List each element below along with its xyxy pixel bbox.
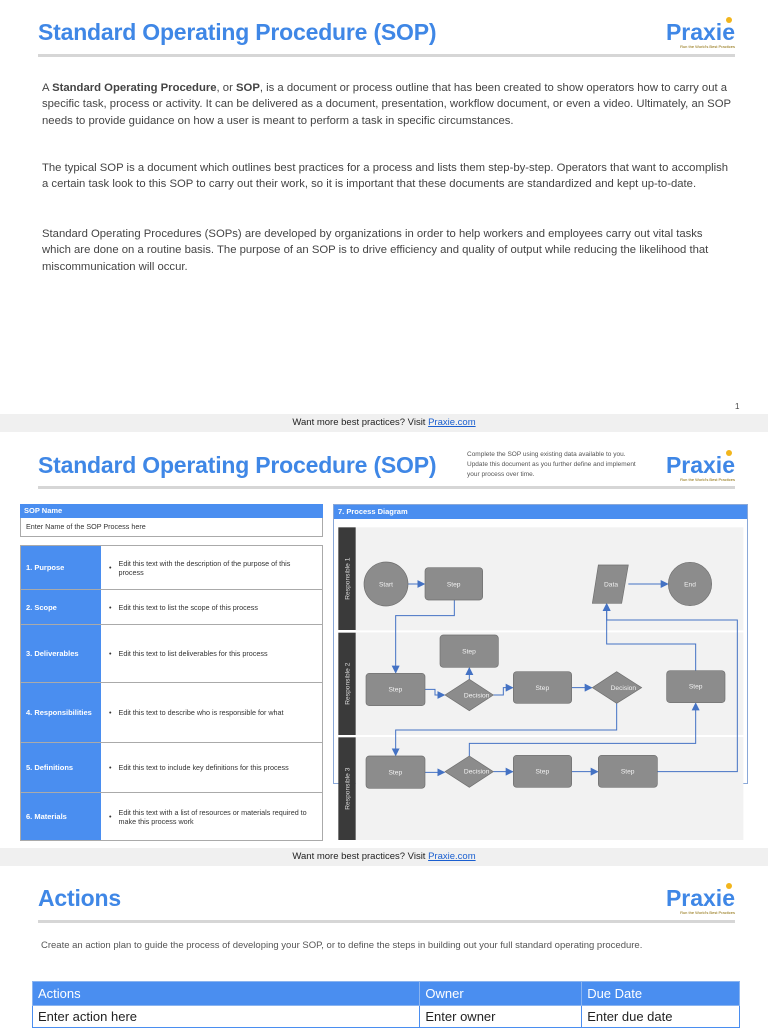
data-node xyxy=(591,564,629,604)
page-number: 1 xyxy=(735,402,740,411)
svg-text:Responsible 1: Responsible 1 xyxy=(344,557,351,599)
divider xyxy=(38,920,735,923)
section-definitions: 5. Definitions•Edit this text to include… xyxy=(20,743,323,793)
svg-text:Responsible 2: Responsible 2 xyxy=(344,662,351,704)
process-diagram: Responsible 1 Responsible 2 Responsible … xyxy=(338,527,744,840)
page-title: Standard Operating Procedure (SOP) xyxy=(38,19,437,45)
divider xyxy=(38,54,735,57)
svg-text:Decision: Decision xyxy=(464,692,490,699)
svg-text:Step: Step xyxy=(535,685,549,692)
sop-name-input[interactable]: Enter Name of the SOP Process here xyxy=(20,518,323,537)
decision-node xyxy=(444,755,494,788)
header-actions: Actions xyxy=(31,981,421,1006)
sop-name-label: SOP Name xyxy=(20,504,323,518)
svg-text:Decision: Decision xyxy=(464,769,490,776)
section-responsibilities: 4. Responsibilities•Edit this text to de… xyxy=(20,683,323,743)
actions-intro: Create an action plan to guide the proce… xyxy=(41,940,643,951)
due-date-cell[interactable]: Enter due date xyxy=(581,1005,740,1028)
step-node xyxy=(513,754,572,788)
process-diagram-header: 7. Process Diagram xyxy=(334,505,747,519)
step-node xyxy=(365,673,426,706)
end-node xyxy=(668,562,712,606)
sop-name-panel: SOP Name Enter Name of the SOP Process h… xyxy=(20,504,323,537)
decision-node xyxy=(444,678,494,712)
svg-text:End: End xyxy=(684,581,696,588)
step-node xyxy=(439,634,499,668)
svg-text:Step: Step xyxy=(621,769,635,776)
connectors xyxy=(391,580,738,777)
svg-text:Step: Step xyxy=(535,769,549,776)
svg-text:Step: Step xyxy=(388,687,402,694)
svg-text:Step: Step xyxy=(689,684,703,691)
praxie-link[interactable]: Praxie.com xyxy=(428,851,476,862)
section-materials: 6. Materials•Edit this text with a list … xyxy=(20,793,323,841)
header-owner: Owner xyxy=(419,981,583,1006)
svg-text:Decision: Decision xyxy=(611,685,637,692)
svg-text:Start: Start xyxy=(379,581,393,588)
page-title: Standard Operating Procedure (SOP) xyxy=(38,452,437,478)
footer-banner: Want more best practices? Visit Praxie.c… xyxy=(0,414,768,432)
paragraph-2: The typical SOP is a document which outl… xyxy=(42,162,729,191)
step-node xyxy=(424,567,483,601)
decision-node xyxy=(591,671,643,704)
step-node xyxy=(513,671,572,704)
divider xyxy=(38,486,735,489)
praxie-link[interactable]: Praxie.com xyxy=(428,417,476,428)
page-title: Actions xyxy=(38,885,121,911)
swimlane-1: Responsible 1 xyxy=(338,527,356,630)
step-node xyxy=(597,754,658,788)
start-node xyxy=(363,561,409,607)
header-due-date: Due Date xyxy=(581,981,740,1006)
step-node xyxy=(666,670,726,703)
swimlane-3: Responsible 3 xyxy=(338,737,356,840)
intro-paragraph: A Standard Operating Procedure, or SOP, … xyxy=(42,82,731,127)
section-deliverables: 3. Deliverables•Edit this text to list d… xyxy=(20,625,323,683)
section-purpose: 1. Purpose•Edit this text with the descr… xyxy=(20,545,323,590)
svg-text:Data: Data xyxy=(604,581,618,588)
footer-banner: Want more best practices? Visit Praxie.c… xyxy=(0,848,768,866)
svg-text:Step: Step xyxy=(447,581,461,588)
svg-text:Step: Step xyxy=(388,769,402,776)
section-scope: 2. Scope•Edit this text to list the scop… xyxy=(20,590,323,625)
paragraph-3: Standard Operating Procedures (SOPs) are… xyxy=(42,228,709,273)
owner-cell[interactable]: Enter owner xyxy=(419,1005,583,1028)
svg-text:Responsible 3: Responsible 3 xyxy=(344,767,351,809)
action-cell[interactable]: Enter action here xyxy=(31,1005,421,1028)
step-node xyxy=(365,755,426,789)
svg-text:Step: Step xyxy=(462,648,476,655)
swimlane-2: Responsible 2 xyxy=(338,632,356,735)
instruction-note: Complete the SOP using existing data ava… xyxy=(467,451,636,478)
